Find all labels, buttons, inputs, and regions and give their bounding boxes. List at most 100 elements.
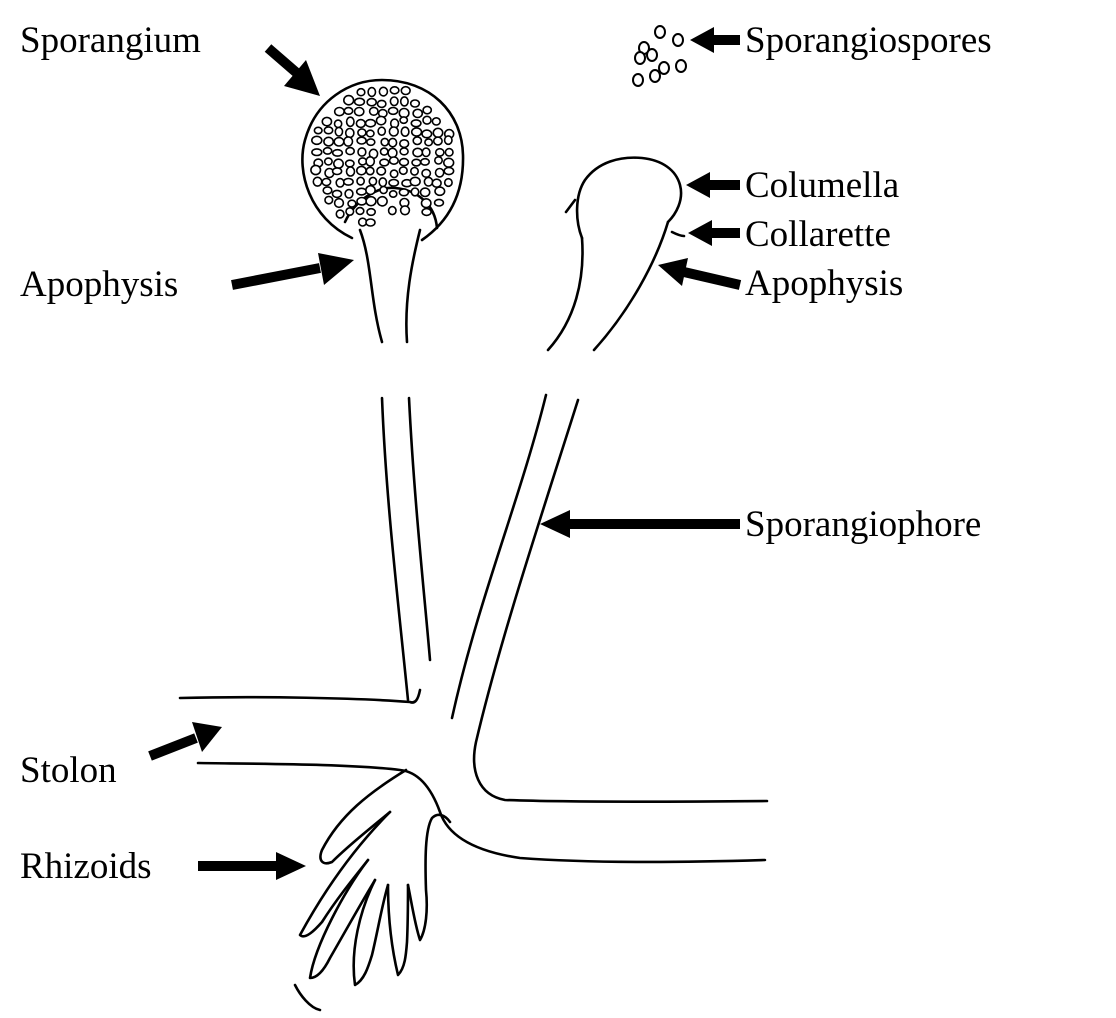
sporangium-cell bbox=[332, 158, 344, 169]
sporangium-cell bbox=[310, 135, 323, 146]
sporangium-cell bbox=[399, 205, 411, 216]
right-sporangiophore bbox=[450, 156, 769, 803]
sporangium-cell bbox=[443, 177, 453, 188]
sporangium-cell bbox=[333, 119, 343, 129]
sporangium-cell bbox=[321, 177, 332, 187]
sporangium-cell bbox=[420, 198, 432, 209]
sporangium-cell bbox=[387, 147, 398, 159]
sporangium-cell bbox=[355, 187, 368, 196]
sporangium-cell bbox=[398, 166, 408, 176]
sporangium-cell bbox=[380, 137, 390, 147]
sporangium-cell bbox=[356, 176, 365, 186]
sporangium-cell bbox=[410, 127, 423, 137]
sporangiospores-cluster bbox=[632, 25, 687, 87]
arrow-apophysis-right bbox=[658, 258, 742, 290]
collarette bbox=[564, 198, 686, 238]
sporangium-cell bbox=[389, 169, 399, 179]
sporangium-cell bbox=[398, 188, 410, 197]
sporangium-cell bbox=[431, 117, 441, 126]
sporangium-cell bbox=[353, 106, 365, 117]
sporangium-cell bbox=[313, 126, 323, 135]
sporangium-cell bbox=[432, 136, 443, 146]
label-collarette: Collarette bbox=[745, 214, 891, 255]
sporangium-cell bbox=[364, 118, 377, 128]
sporangium-cell bbox=[331, 167, 343, 176]
sporangium-cell bbox=[323, 157, 333, 166]
sporangium-cell bbox=[398, 157, 410, 167]
sporangium-cell bbox=[375, 115, 387, 126]
left-sporangiophore bbox=[358, 228, 432, 702]
sporangium-cell bbox=[355, 118, 366, 129]
stolon bbox=[178, 688, 767, 864]
sporangium-cell bbox=[333, 106, 345, 117]
sporangium-cell bbox=[365, 166, 375, 176]
sporangium-cell bbox=[347, 199, 357, 208]
sporangium-cell bbox=[376, 166, 387, 176]
label-rhizoids: Rhizoids bbox=[20, 846, 152, 887]
sporangium-cell bbox=[343, 136, 354, 147]
sporangium-cell bbox=[388, 137, 398, 148]
sporangium-cell bbox=[412, 136, 423, 146]
sporangium-cell bbox=[345, 166, 356, 177]
sporangium-cell bbox=[387, 205, 397, 216]
sporangium-cell bbox=[434, 186, 446, 197]
sporangium-cell bbox=[365, 218, 376, 227]
label-sporangiospores: Sporangiospores bbox=[745, 20, 992, 61]
sporangium-cell bbox=[343, 106, 354, 115]
sporangium-cell bbox=[366, 207, 376, 217]
sporangium-cell bbox=[356, 136, 367, 145]
arrow-stolon bbox=[148, 722, 222, 761]
sporangium-cell bbox=[419, 187, 431, 198]
sporangium-cell bbox=[365, 155, 376, 167]
sporangium-cell bbox=[379, 185, 388, 195]
sporangium-cell bbox=[410, 187, 420, 197]
sporangium-cell bbox=[331, 148, 344, 157]
sporangium-cell bbox=[321, 116, 333, 127]
label-sporangium: Sporangium bbox=[20, 20, 201, 61]
sporangium-cell bbox=[412, 147, 424, 158]
sporangium-cell bbox=[344, 188, 354, 199]
sporangium-cell bbox=[357, 128, 367, 138]
sporangium-cell bbox=[389, 96, 399, 107]
sporangium-cell bbox=[421, 168, 432, 179]
label-columella: Columella bbox=[745, 165, 900, 206]
sporangium-cell bbox=[322, 186, 333, 195]
sporangium-cell bbox=[356, 87, 366, 97]
sporangium-cell bbox=[376, 195, 388, 207]
sporangium-cell bbox=[322, 146, 333, 155]
sporangium-cell bbox=[335, 177, 345, 188]
sporangium-cell bbox=[400, 126, 410, 137]
sporangium-cell bbox=[311, 148, 323, 157]
sporangium-cell bbox=[421, 129, 433, 139]
sporangium-cell bbox=[365, 138, 376, 147]
sporangium-cell bbox=[366, 97, 378, 107]
sporangium-cell bbox=[345, 116, 355, 128]
rhizoids bbox=[293, 768, 452, 1012]
sporangium-cell bbox=[342, 177, 354, 186]
sporangium-cell bbox=[388, 190, 398, 199]
sporangium-cell bbox=[323, 136, 335, 147]
sporangium-cell bbox=[310, 164, 322, 176]
sporangium-cell bbox=[422, 105, 433, 115]
sporangium-cell bbox=[388, 126, 399, 137]
sporangium-cell bbox=[377, 126, 387, 136]
arrow-rhizoids bbox=[198, 852, 306, 880]
label-sporangiophore: Sporangiophore bbox=[745, 504, 982, 545]
sporangium-cell bbox=[367, 86, 377, 98]
sporangium-cell bbox=[410, 119, 422, 128]
sporangium-cell bbox=[434, 147, 445, 157]
sporangium-cell bbox=[388, 156, 400, 165]
sporangium-cell bbox=[379, 147, 389, 156]
sporangium-cell bbox=[343, 94, 355, 106]
sporangium-cell bbox=[434, 167, 445, 178]
sporangium-cell bbox=[353, 97, 366, 107]
sporangium-cell bbox=[409, 99, 421, 108]
arrow-sporangiophore bbox=[540, 510, 740, 538]
sporangium-cell bbox=[400, 85, 411, 96]
sporangium-cell bbox=[421, 207, 432, 217]
sporangium-cell bbox=[368, 176, 378, 187]
sporangium-cell bbox=[345, 207, 355, 217]
sporangium-cell bbox=[431, 178, 442, 188]
